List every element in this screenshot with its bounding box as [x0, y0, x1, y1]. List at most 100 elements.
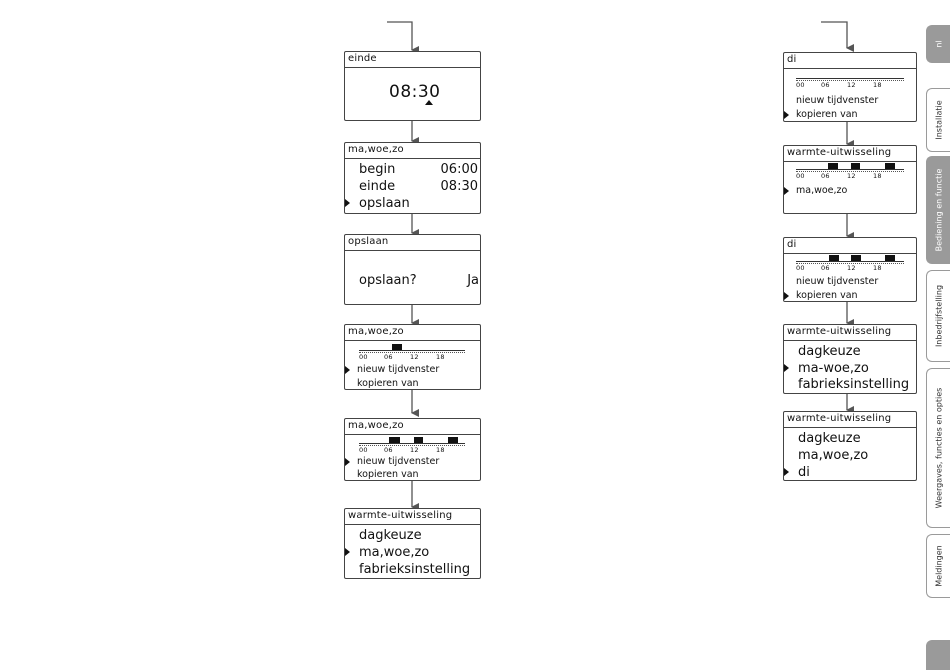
screen-title: di — [787, 239, 797, 250]
selection-pointer-icon — [784, 111, 789, 119]
timeline-axis — [796, 169, 904, 170]
tab-label: Bediening en functie — [934, 168, 943, 252]
screen-timeline-2: ma,woe,zo 00 06 12 18 nieuw tijdvenster … — [344, 418, 481, 481]
screen-di-2: di 00 06 12 18 nieuw tijdvenster kopiere… — [783, 237, 917, 302]
title-divider — [345, 250, 480, 251]
timeline-axis — [796, 261, 904, 262]
timeline-axis — [359, 443, 465, 444]
menu-item-day-select[interactable]: dagkeuze — [798, 431, 861, 446]
screen-heat-exchange-menu-2: warmte-uitwisseling dagkeuze ma,woe,zo d… — [783, 411, 917, 481]
menu-item-new-window[interactable]: nieuw tijdvenster — [357, 364, 440, 375]
axis-label: 18 — [436, 353, 445, 361]
menu-item-days[interactable]: ma,woe,zo — [798, 448, 869, 463]
axis-label: 00 — [796, 81, 805, 89]
time-window-bar: 00 06 12 18 — [359, 434, 465, 456]
screen-title: opslaan — [348, 236, 389, 247]
screen-copy-source: warmte-uitwisseling 00 06 12 18 ma,woe,z… — [783, 145, 917, 214]
time-window-segment — [828, 163, 838, 169]
screen-heat-exchange-menu-1: warmte-uitwisseling dagkeuze ma-woe,zo f… — [783, 324, 917, 394]
menu-item-save[interactable]: opslaan — [359, 196, 410, 211]
menu-item-new-window[interactable]: nieuw tijdvenster — [796, 95, 879, 106]
menu-item-days[interactable]: ma,woe,zo — [359, 545, 430, 560]
menu-item-days[interactable]: ma-woe,zo — [798, 361, 869, 376]
time-window-segment — [414, 437, 423, 443]
menu-item-new-window[interactable]: nieuw tijdvenster — [357, 456, 440, 467]
screen-timeline-1: ma,woe,zo 00 06 12 18 nieuw tijdvenster … — [344, 324, 481, 390]
screen-di-1: di 00 06 12 18 nieuw tijdvenster kopiere… — [783, 52, 917, 122]
screen-title: warmte-uitwisseling — [787, 413, 892, 424]
title-divider — [784, 161, 916, 162]
menu-item-days[interactable]: ma,woe,zo — [796, 185, 848, 196]
axis-label: 12 — [410, 353, 419, 361]
screen-end-time: einde 08:30 — [344, 51, 481, 121]
axis-label: 18 — [873, 264, 882, 272]
selection-pointer-icon — [345, 366, 350, 374]
save-confirm-option[interactable]: Ja — [467, 273, 479, 288]
screen-title: warmte-uitwisseling — [348, 510, 453, 521]
screen-title: ma,woe,zo — [348, 144, 404, 155]
screen-title: di — [787, 54, 797, 65]
selection-pointer-icon — [784, 292, 789, 300]
menu-item-copy-from[interactable]: kopieren van — [796, 109, 858, 120]
tab-label: Inbedrijfstelling — [934, 284, 943, 348]
menu-item-copy-from[interactable]: kopieren van — [796, 290, 858, 301]
menu-item-new-window[interactable]: nieuw tijdvenster — [796, 276, 879, 287]
timeline-grid — [796, 171, 904, 172]
title-divider — [784, 427, 916, 428]
menu-item-factory-settings[interactable]: fabrieksinstelling — [359, 562, 471, 577]
menu-item-end[interactable]: einde — [359, 179, 396, 194]
tab-operation[interactable]: Bediening en functie — [926, 156, 950, 264]
axis-label: 12 — [847, 264, 856, 272]
timeline-grid — [796, 263, 904, 264]
title-divider — [784, 340, 916, 341]
axis-label: 12 — [410, 446, 419, 454]
menu-item-day-select[interactable]: dagkeuze — [359, 528, 422, 543]
cursor-caret-icon — [425, 100, 433, 105]
selection-pointer-icon — [345, 548, 350, 556]
axis-label: 06 — [384, 446, 393, 454]
time-window-bar: 00 06 12 18 — [359, 341, 465, 363]
tab-label: Weergaves, functies en opties — [934, 387, 943, 509]
axis-label: 00 — [359, 446, 368, 454]
screen-title: einde — [348, 53, 377, 64]
screen-heat-exchange-menu: warmte-uitwisseling dagkeuze ma,woe,zo f… — [344, 508, 481, 579]
axis-label: 06 — [384, 353, 393, 361]
page-number-tab — [926, 640, 950, 670]
menu-item-copy-from[interactable]: kopieren van — [357, 378, 419, 389]
title-divider — [784, 68, 916, 69]
tab-commissioning[interactable]: Inbedrijfstelling — [926, 270, 950, 362]
axis-label: 18 — [873, 81, 882, 89]
selection-pointer-icon — [345, 199, 350, 207]
timeline-axis — [796, 78, 904, 79]
tab-nl[interactable]: nl — [926, 25, 950, 63]
title-divider — [345, 67, 480, 68]
title-divider — [784, 253, 916, 254]
axis-label: 12 — [847, 81, 856, 89]
selection-pointer-icon — [345, 458, 350, 466]
selection-pointer-icon — [784, 468, 789, 476]
time-window-segment — [829, 255, 839, 261]
tab-displays-functions-options[interactable]: Weergaves, functies en opties — [926, 368, 950, 528]
begin-value: 06:00 — [440, 162, 478, 177]
end-value: 08:30 — [440, 179, 478, 194]
title-divider — [345, 340, 480, 341]
axis-label: 06 — [821, 172, 830, 180]
menu-item-di[interactable]: di — [798, 465, 810, 480]
menu-item-factory-settings[interactable]: fabrieksinstelling — [798, 377, 910, 392]
time-window-segment — [851, 163, 860, 169]
screen-save: opslaan opslaan? Ja — [344, 234, 481, 305]
time-window-segment — [389, 437, 400, 443]
screen-title: warmte-uitwisseling — [787, 326, 892, 337]
screen-days-settings: ma,woe,zo begin 06:00 einde 08:30 opslaa… — [344, 142, 481, 214]
tab-messages[interactable]: Meldingen — [926, 534, 950, 598]
menu-item-day-select[interactable]: dagkeuze — [798, 344, 861, 359]
menu-item-begin[interactable]: begin — [359, 162, 396, 177]
menu-item-copy-from[interactable]: kopieren van — [357, 469, 419, 480]
tab-label: Installatie — [934, 100, 943, 140]
tab-label: nl — [934, 40, 943, 48]
axis-label: 00 — [796, 172, 805, 180]
title-divider — [345, 524, 480, 525]
tab-installation[interactable]: Installatie — [926, 88, 950, 152]
time-window-bar: 00 06 12 18 — [796, 160, 904, 182]
